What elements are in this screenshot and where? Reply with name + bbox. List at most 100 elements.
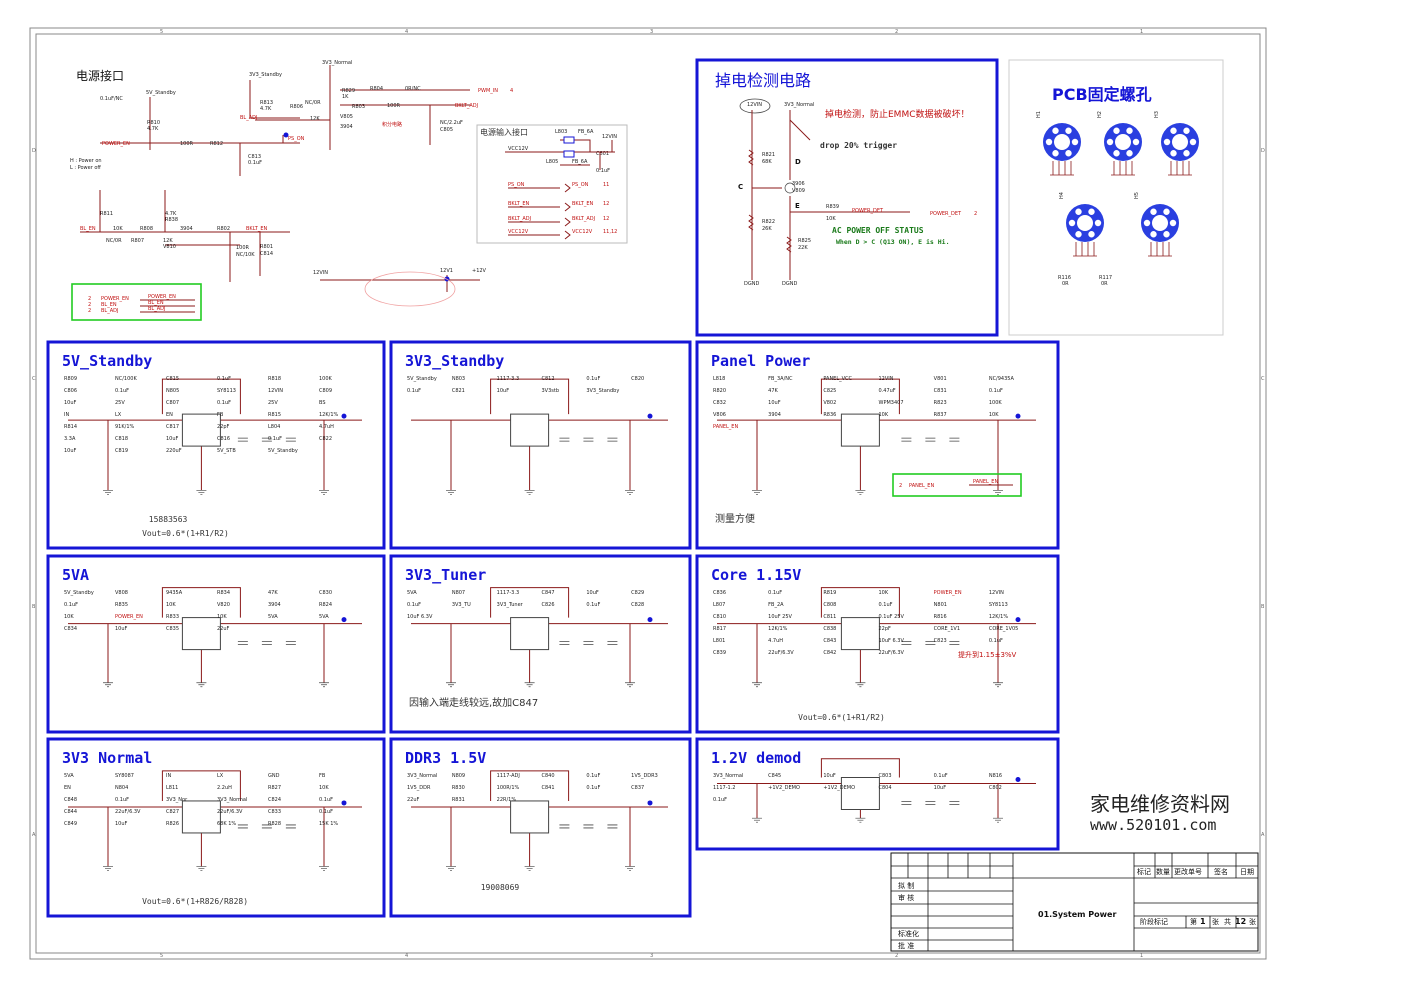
block-part-label: R814 <box>64 424 77 430</box>
capacitor-icon <box>949 801 960 805</box>
block-part-label: R826 <box>166 821 179 827</box>
12vin-highlight <box>739 98 771 114</box>
block-part-label: 22uF <box>217 626 230 632</box>
hole-via-icon <box>1094 219 1102 227</box>
power-detect-warning: 掉电检测，防止EMMC数据被破坏！ <box>825 108 970 120</box>
net-label: PWM_IN <box>478 88 498 94</box>
block-part-label: C841 <box>542 785 555 791</box>
mounting-hole-h5: H5 <box>1134 192 1179 257</box>
block-part-label: V820 <box>217 602 230 608</box>
block-part-label: 0.1uF <box>879 602 893 608</box>
input-right-label: BKLT_ADJ <box>572 216 595 222</box>
green-net-label: BL_EN <box>101 302 117 308</box>
capacitor-icon <box>237 437 248 442</box>
grid-left-label: D <box>32 148 36 154</box>
block-part-label: L818 <box>713 376 725 382</box>
block-part-label: 3V3_TU <box>452 602 471 608</box>
role-approve: 批 准 <box>898 941 914 950</box>
detect-node-label: D <box>795 158 801 166</box>
block-part-label: C828 <box>631 602 644 608</box>
hole-via-icon <box>1052 150 1059 157</box>
detect-net-label: POWER_DET <box>930 211 962 217</box>
block-part-label: 5V_STB <box>217 448 236 454</box>
net-label: BL_EN <box>80 226 96 232</box>
block-part-label: R830 <box>452 785 465 791</box>
block-border <box>389 340 692 550</box>
block-part-label: R827 <box>268 785 281 791</box>
block-part-label: 22uF/6.3V <box>217 809 243 815</box>
block-part-label: CORE_1V05 <box>989 626 1019 632</box>
hdr-change: 更改单号 <box>1174 867 1202 876</box>
block-border <box>695 554 1060 734</box>
part-label: R838 <box>165 217 178 223</box>
block-part-label: C831 <box>934 388 947 394</box>
hole-label: H1 <box>1036 111 1042 118</box>
detect-net-label: 12VIN <box>747 102 762 108</box>
capacitor-icon <box>925 801 936 805</box>
block-part-label: 0.1uF <box>407 602 421 608</box>
block-part-label: 3V3_Tuner <box>497 602 524 608</box>
block-border <box>46 340 386 550</box>
block-part-label: 10uF <box>823 773 836 779</box>
block-part-label: N816 <box>989 773 1002 779</box>
block-part-label: LX <box>115 412 122 418</box>
block-part-label: 10uF <box>166 436 179 442</box>
block-part-label: 10uF <box>934 785 947 791</box>
block-part-label: C815 <box>166 376 179 382</box>
grid-left-label: A <box>32 832 36 838</box>
hole-part-label: 0R <box>1101 281 1108 287</box>
test-point-icon <box>341 800 347 806</box>
block-part-label: 47K <box>268 590 278 596</box>
block-part-label: R836 <box>823 412 836 418</box>
hole-center-icon <box>1172 134 1188 150</box>
green-out-label: PANEL_EN <box>973 479 998 485</box>
regulator-chip-icon <box>840 777 880 810</box>
green-pin-label: 2 <box>88 308 91 314</box>
block-part-label: N801 <box>934 602 947 608</box>
block-part-label: R816 <box>934 614 947 620</box>
block-part-label: 1V5_DDR <box>407 785 431 791</box>
hole-via-icon <box>1065 127 1072 134</box>
block-part-label: R815 <box>268 412 281 418</box>
ground-icon <box>319 866 329 871</box>
block-part-label: 5V_Standby <box>268 448 298 454</box>
block-part-label: N809 <box>452 773 465 779</box>
block-part-label: 3.3A <box>64 436 76 442</box>
block-part-label: 25V <box>268 400 278 406</box>
block-part-label: R818 <box>268 376 281 382</box>
block-part-label: 10K <box>217 614 227 620</box>
block-part-label: 10uF <box>64 400 77 406</box>
part-label: NC/0R <box>106 238 122 244</box>
ground-icon <box>752 817 762 823</box>
block-part-label: C809 <box>319 388 332 394</box>
port-plus12v: +12V <box>472 268 487 274</box>
block-part-label: 10K <box>319 785 329 791</box>
hole-via-icon <box>1065 150 1072 157</box>
sheet-title: 01.System Power <box>1038 910 1116 919</box>
block-part-label: C825 <box>823 388 836 394</box>
input-net-label: VCC12V <box>508 146 529 152</box>
block-part-label: WPM3407 <box>879 400 904 406</box>
detect-part-label: R822 <box>762 219 775 225</box>
detect-part-label: R825 <box>798 238 811 244</box>
ac-power-off-status: AC POWER OFF STATUS <box>832 226 924 235</box>
input-net-label: BKLT_ADJ <box>508 216 531 222</box>
block-part-label: 10K <box>989 412 999 418</box>
legend-on: H : Power on <box>70 158 102 164</box>
capacitor-icon <box>559 641 570 645</box>
block-part-label: 15K 1% <box>319 821 338 827</box>
mounting-hole-h3: H3 <box>1154 111 1199 176</box>
block-part-label: 0.47uF <box>879 388 896 394</box>
block-title: Core 1.15V <box>711 566 801 584</box>
part-label: 0.1uF <box>248 160 262 166</box>
block-part-label: C848 <box>64 797 77 803</box>
input-part-label: FB_6A <box>572 159 588 165</box>
grid-left-label: C <box>32 376 36 382</box>
block-cn-note: 测量方便 <box>715 512 755 525</box>
regulator-chip-icon <box>510 617 550 651</box>
block-title: 3V3 Normal <box>62 749 152 767</box>
block-part-label: 3V3_Nor <box>166 797 188 803</box>
